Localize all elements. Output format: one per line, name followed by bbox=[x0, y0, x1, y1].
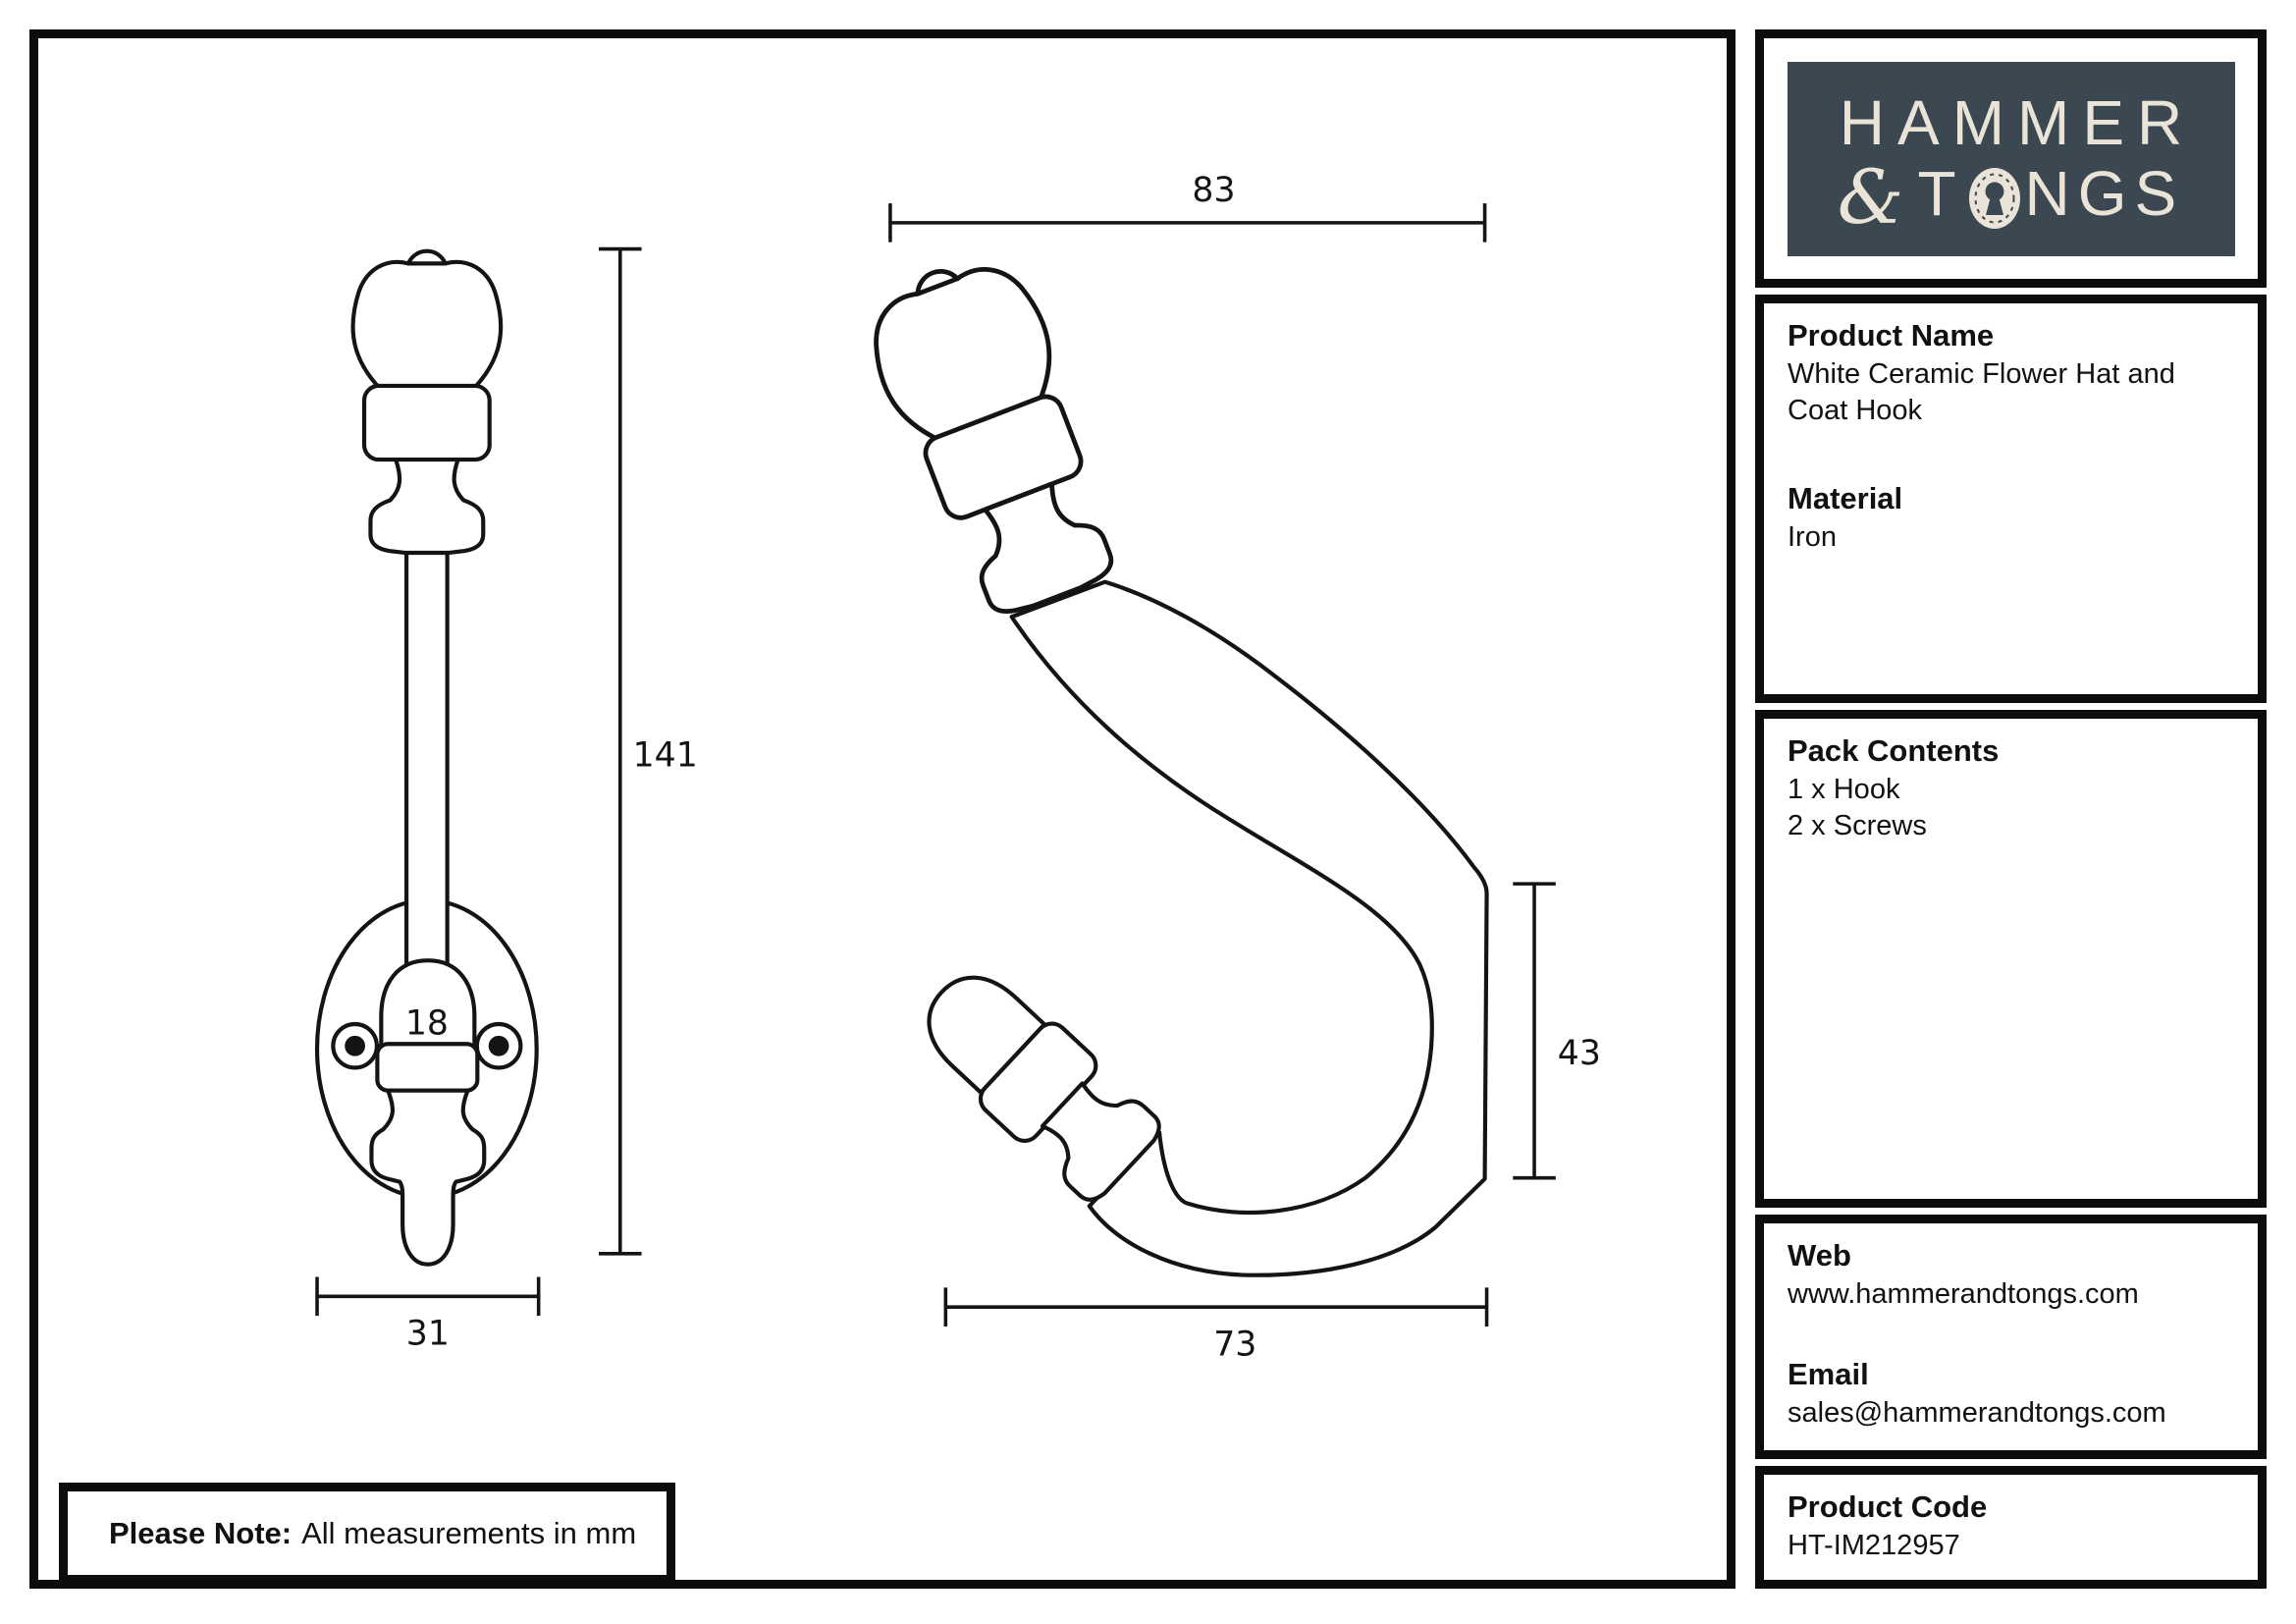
product-name-value: White Ceramic Flower Hat and Coat Hook bbox=[1788, 358, 2175, 426]
web-heading: Web bbox=[1788, 1238, 1851, 1272]
drawing-area: 18 141 31 bbox=[29, 29, 1735, 1589]
logo-word-tongs: & T NGS bbox=[1838, 157, 2185, 235]
logo-ngs: NGS bbox=[2024, 157, 2185, 229]
pack-contents-panel: Pack Contents 1 x Hook 2 x Screws bbox=[1755, 710, 2267, 1208]
keyhole-icon bbox=[1968, 167, 2020, 229]
logo-word-hammer: HAMMER bbox=[1839, 86, 2196, 158]
web-value: www.hammerandtongs.com bbox=[1788, 1278, 2139, 1310]
side-width-label: 83 bbox=[1192, 171, 1235, 210]
dim-height-141: 141 bbox=[599, 246, 698, 1256]
note-text: All measurements in mm bbox=[301, 1515, 637, 1550]
measurement-note: Please Note: All measurements in mm bbox=[59, 1483, 675, 1584]
pendant-drop bbox=[369, 1088, 487, 1267]
logo-t: T bbox=[1917, 157, 1964, 229]
note-label: Please Note: bbox=[109, 1515, 293, 1550]
pack-contents-heading: Pack Contents bbox=[1788, 733, 2000, 768]
projection-label: 73 bbox=[1213, 1326, 1256, 1365]
product-code-value: HT-IM212957 bbox=[1788, 1530, 1960, 1561]
ceramic-knob-side bbox=[853, 243, 1137, 627]
email-heading: Email bbox=[1788, 1357, 1869, 1391]
product-info-panel: Product Name White Ceramic Flower Hat an… bbox=[1755, 295, 2267, 703]
screw-left bbox=[331, 1021, 379, 1070]
dim-width-31: 31 bbox=[315, 1276, 541, 1354]
material-heading: Material bbox=[1788, 481, 1903, 515]
mount-boss bbox=[379, 958, 477, 1049]
pack-item-screws: 2 x Screws bbox=[1788, 810, 1927, 841]
dim-projection-73: 73 bbox=[943, 1287, 1489, 1365]
product-name-heading: Product Name bbox=[1788, 318, 1995, 352]
pack-item-hook: 1 x Hook bbox=[1788, 774, 1900, 805]
hook-body bbox=[1009, 579, 1489, 1277]
ceramic-knob-front bbox=[353, 251, 502, 553]
hook-tip-acorn bbox=[903, 951, 1167, 1209]
product-code-heading: Product Code bbox=[1788, 1489, 1988, 1524]
base-width-label: 31 bbox=[406, 1315, 450, 1354]
plate-height-label: 43 bbox=[1558, 1034, 1601, 1073]
dim-width-83: 83 bbox=[888, 171, 1487, 243]
material-value: Iron bbox=[1788, 521, 1837, 553]
front-view: 18 141 31 bbox=[314, 246, 698, 1354]
screw-right bbox=[474, 1021, 523, 1070]
product-code-panel: Product Code HT-IM212957 bbox=[1755, 1466, 2267, 1589]
logo-panel: HAMMER & T NGS bbox=[1755, 29, 2267, 288]
email-value: sales@hammerandtongs.com bbox=[1788, 1397, 2166, 1429]
boss-width-label: 18 bbox=[405, 1003, 449, 1043]
hammer-and-tongs-logo: HAMMER & T NGS bbox=[1787, 61, 2235, 256]
ampersand: & bbox=[1837, 152, 1912, 241]
height-label: 141 bbox=[633, 736, 698, 776]
lower-collar bbox=[375, 1042, 480, 1093]
side-view: 83 43 73 bbox=[853, 171, 1601, 1365]
contact-panel: Web www.hammerandtongs.com Email sales@h… bbox=[1755, 1215, 2267, 1459]
technical-drawing: 18 141 31 bbox=[314, 171, 1601, 1365]
dim-plate-43: 43 bbox=[1513, 882, 1601, 1180]
